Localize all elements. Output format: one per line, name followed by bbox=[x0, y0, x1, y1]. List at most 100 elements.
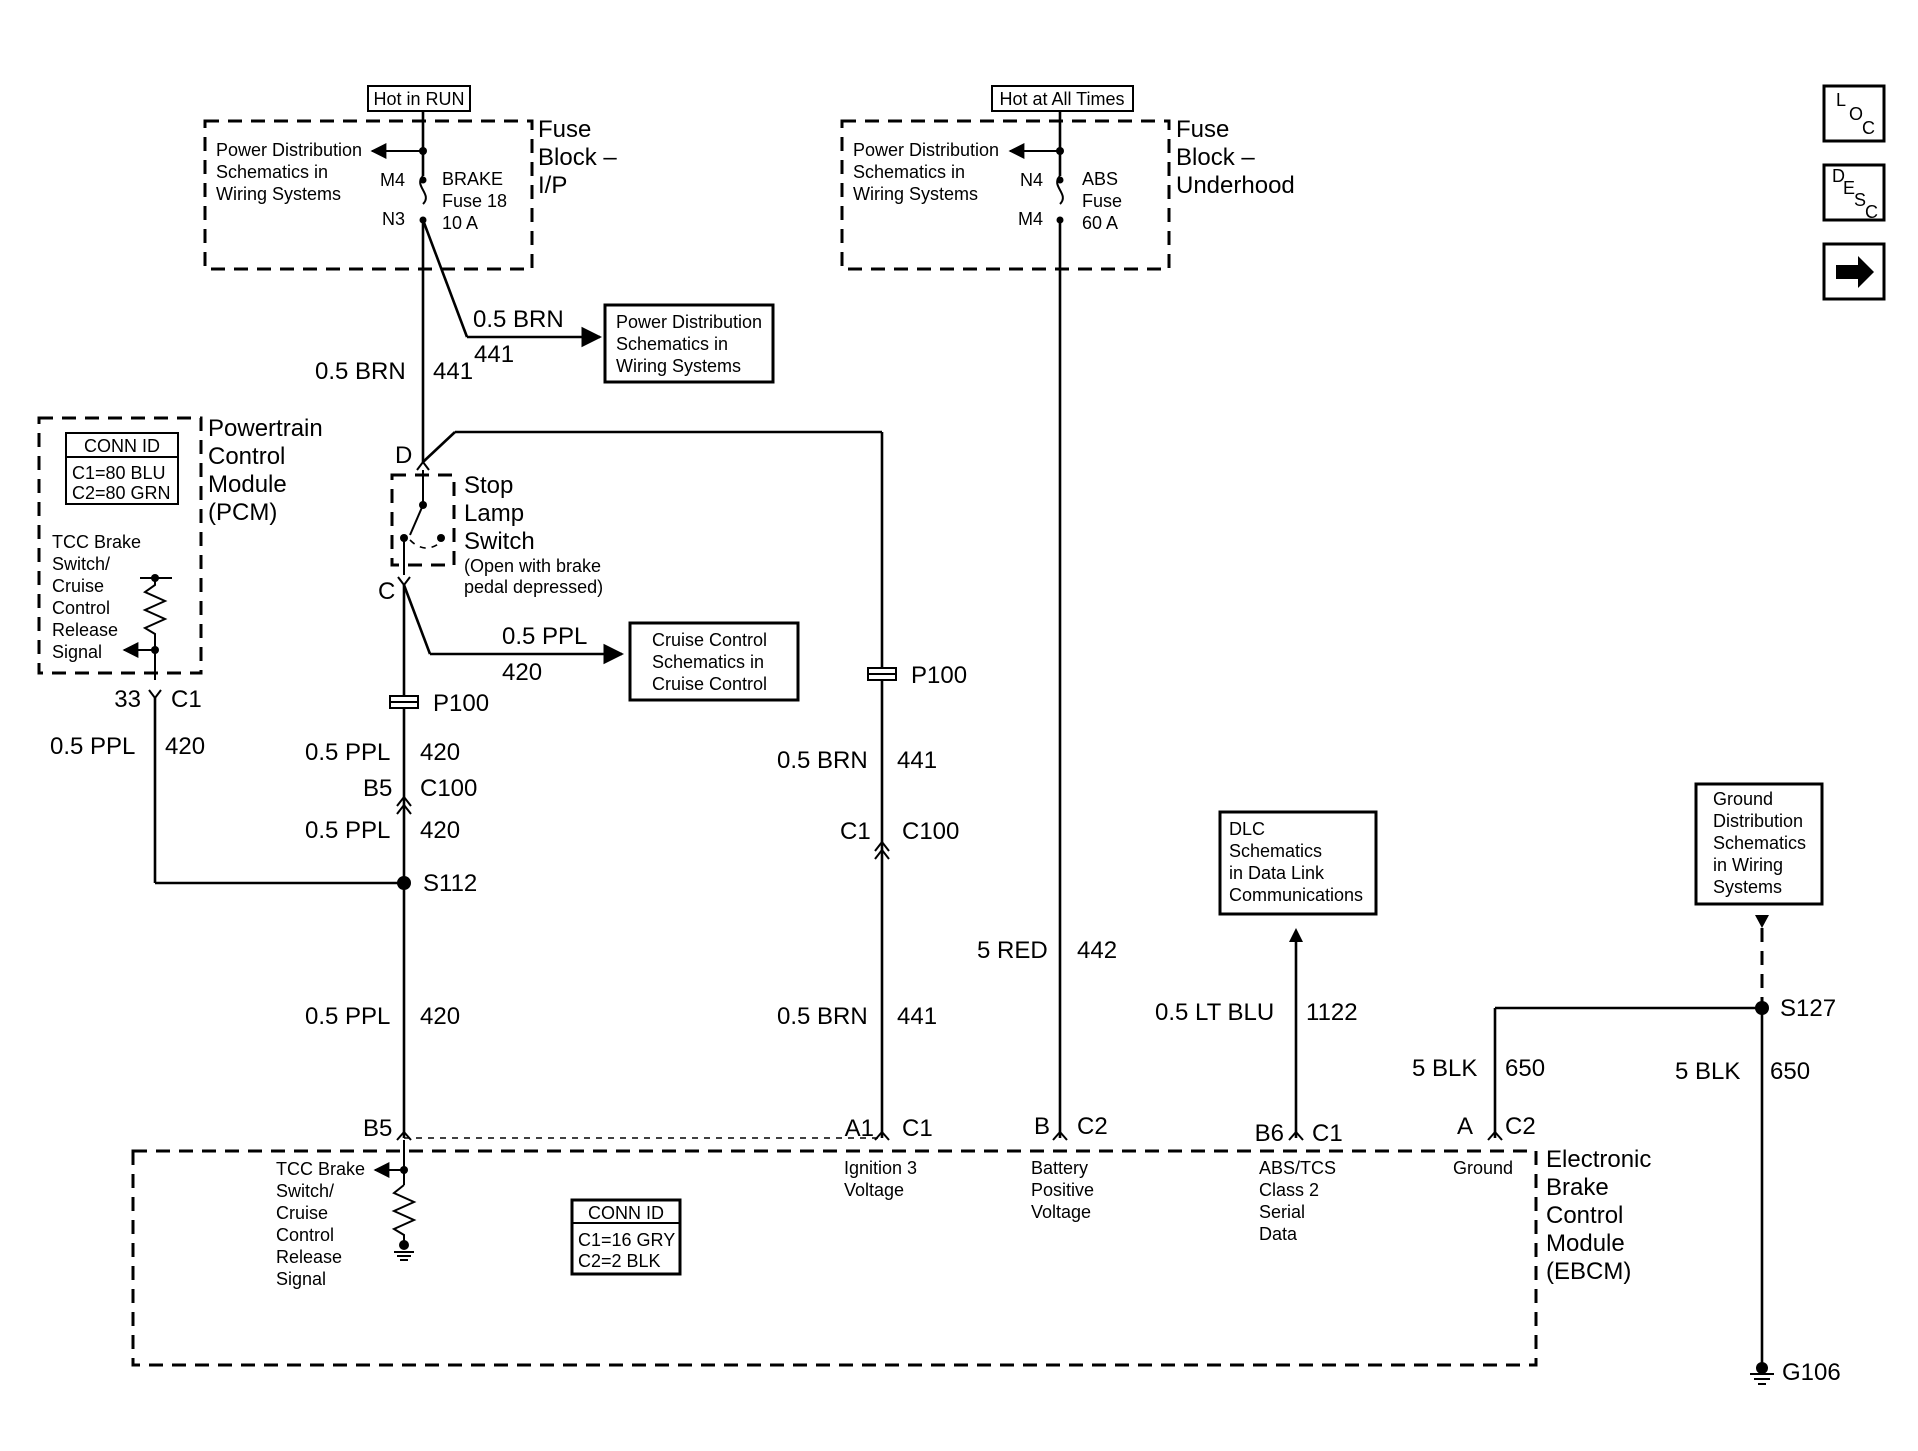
ground-column: Ground Distribution Schematics in Wiring… bbox=[1412, 782, 1841, 1386]
svg-text:Schematics in: Schematics in bbox=[652, 652, 764, 672]
svg-text:Serial: Serial bbox=[1259, 1202, 1305, 1222]
svg-text:in Wiring: in Wiring bbox=[1713, 855, 1783, 875]
fuse-block-ip-title: Fuse bbox=[538, 116, 591, 143]
svg-text:(EBCM): (EBCM) bbox=[1546, 1258, 1631, 1285]
svg-text:Control: Control bbox=[52, 598, 110, 618]
loc-button[interactable]: L O C bbox=[1822, 84, 1886, 143]
battery-voltage-label: Battery bbox=[1031, 1158, 1088, 1178]
svg-text:Schematics: Schematics bbox=[1713, 833, 1806, 853]
power-dist-ref-box: Power Distribution bbox=[616, 312, 762, 332]
svg-text:C100: C100 bbox=[420, 775, 477, 802]
ground-icon bbox=[394, 1251, 414, 1261]
svg-text:Signal: Signal bbox=[276, 1269, 326, 1289]
svg-text:C1: C1 bbox=[1312, 1120, 1343, 1147]
svg-text:Lamp: Lamp bbox=[464, 500, 524, 527]
svg-text:(Open with brake: (Open with brake bbox=[464, 556, 601, 576]
svg-text:C2=80 GRN: C2=80 GRN bbox=[72, 483, 171, 503]
svg-text:Voltage: Voltage bbox=[1031, 1202, 1091, 1222]
svg-text:Cruise: Cruise bbox=[52, 576, 104, 596]
svg-text:0.5 BRN: 0.5 BRN bbox=[315, 358, 406, 385]
svg-text:Control: Control bbox=[208, 443, 285, 470]
svg-text:Block –: Block – bbox=[1176, 144, 1255, 171]
pcm-title: Powertrain bbox=[208, 415, 323, 442]
svg-text:C: C bbox=[1865, 202, 1878, 222]
ground-icon bbox=[1750, 1373, 1774, 1385]
svg-text:C1=16 GRY: C1=16 GRY bbox=[578, 1230, 675, 1250]
cruise-control-branch: 0.5 PPL 420 Cruise Control Schematics in… bbox=[402, 584, 800, 1138]
c100-connector-icon bbox=[396, 795, 412, 815]
c100-connector-icon bbox=[874, 840, 890, 860]
ebcm-conn-id: CONN ID bbox=[588, 1203, 664, 1223]
svg-text:Data: Data bbox=[1259, 1224, 1298, 1244]
svg-text:in Data Link: in Data Link bbox=[1229, 863, 1325, 883]
svg-text:Schematics: Schematics bbox=[1229, 841, 1322, 861]
svg-text:0.5 PPL: 0.5 PPL bbox=[305, 817, 390, 844]
svg-text:Distribution: Distribution bbox=[1713, 811, 1803, 831]
svg-text:0.5 PPL: 0.5 PPL bbox=[50, 733, 135, 760]
pcm-conn-id: CONN ID bbox=[84, 436, 160, 456]
svg-text:Switch/: Switch/ bbox=[276, 1181, 334, 1201]
svg-text:60 A: 60 A bbox=[1082, 213, 1118, 233]
red-column: 5 RED 442 B C2 bbox=[977, 220, 1117, 1140]
abs-fuse-label: ABS bbox=[1082, 169, 1118, 189]
svg-text:D: D bbox=[395, 442, 412, 469]
brake-fuse-label: BRAKE bbox=[442, 169, 503, 189]
svg-text:C: C bbox=[1862, 118, 1875, 138]
svg-text:0.5 PPL: 0.5 PPL bbox=[305, 739, 390, 766]
svg-text:441: 441 bbox=[433, 358, 473, 385]
svg-text:650: 650 bbox=[1770, 1058, 1810, 1085]
svg-text:10 A: 10 A bbox=[442, 213, 478, 233]
svg-text:Fuse: Fuse bbox=[1082, 191, 1122, 211]
svg-text:M4: M4 bbox=[380, 170, 405, 190]
svg-text:S112: S112 bbox=[423, 870, 477, 897]
svg-text:Release: Release bbox=[276, 1247, 342, 1267]
svg-text:442: 442 bbox=[1077, 937, 1117, 964]
brn-column: P100 0.5 BRN 441 C1 C100 0.5 BRN 441 A1 … bbox=[777, 432, 967, 1142]
svg-text:E: E bbox=[1843, 178, 1855, 198]
svg-text:C2=2 BLK: C2=2 BLK bbox=[578, 1251, 661, 1271]
desc-button[interactable]: D E S C bbox=[1822, 163, 1886, 222]
svg-text:420: 420 bbox=[420, 739, 460, 766]
svg-text:420: 420 bbox=[502, 659, 542, 686]
ignition-voltage-label: Ignition 3 bbox=[844, 1158, 917, 1178]
svg-text:0.5 LT BLU: 0.5 LT BLU bbox=[1155, 999, 1274, 1026]
power-dist-ref-underhood: Power Distribution bbox=[853, 140, 999, 160]
svg-text:pedal depressed): pedal depressed) bbox=[464, 577, 603, 597]
svg-text:0.5 BRN: 0.5 BRN bbox=[473, 306, 564, 333]
svg-text:N3: N3 bbox=[382, 209, 405, 229]
hot-at-all-times-label: Hot at All Times bbox=[999, 89, 1124, 109]
ppl-column: P100 0.5 PPL 420 B5 C100 0.5 PPL 420 S11… bbox=[305, 690, 489, 1142]
svg-text:441: 441 bbox=[474, 341, 514, 368]
svg-text:Class 2: Class 2 bbox=[1259, 1180, 1319, 1200]
svg-text:441: 441 bbox=[897, 1003, 937, 1030]
ground-pin-label: Ground bbox=[1453, 1158, 1513, 1178]
stop-lamp-switch: D Stop Lamp Switch (Open with brake peda… bbox=[378, 430, 882, 605]
svg-text:420: 420 bbox=[420, 1003, 460, 1030]
svg-text:B5: B5 bbox=[363, 1115, 392, 1142]
stop-lamp-switch-title: Stop bbox=[464, 472, 513, 499]
svg-text:0.5 PPL: 0.5 PPL bbox=[305, 1003, 390, 1030]
svg-text:Schematics in: Schematics in bbox=[853, 162, 965, 182]
svg-text:Brake: Brake bbox=[1546, 1174, 1609, 1201]
fuse-block-underhood: Hot at All Times Fuse Block – Underhood … bbox=[840, 85, 1295, 271]
dlc-ref-box: DLC bbox=[1229, 819, 1265, 839]
ground-ref-box: Ground bbox=[1713, 789, 1773, 809]
svg-text:Module: Module bbox=[1546, 1230, 1625, 1257]
svg-text:I/P: I/P bbox=[538, 172, 567, 199]
svg-text:Cruise: Cruise bbox=[276, 1203, 328, 1223]
dlc-column: DLC Schematics in Data Link Communicatio… bbox=[1155, 810, 1378, 1147]
svg-text:B: B bbox=[1034, 1113, 1050, 1140]
svg-text:B6: B6 bbox=[1255, 1120, 1284, 1147]
svg-text:Systems: Systems bbox=[1713, 877, 1782, 897]
svg-text:P100: P100 bbox=[433, 690, 489, 717]
svg-text:Fuse 18: Fuse 18 bbox=[442, 191, 507, 211]
svg-text:Switch/: Switch/ bbox=[52, 554, 110, 574]
fuse-block-underhood-title: Fuse bbox=[1176, 116, 1229, 143]
svg-text:33: 33 bbox=[114, 686, 141, 713]
ebcm-signal-label: TCC Brake bbox=[276, 1159, 365, 1179]
svg-text:Control: Control bbox=[1546, 1202, 1623, 1229]
svg-text:Block –: Block – bbox=[538, 144, 617, 171]
next-arrow-button[interactable] bbox=[1822, 242, 1886, 301]
svg-text:M4: M4 bbox=[1018, 209, 1043, 229]
